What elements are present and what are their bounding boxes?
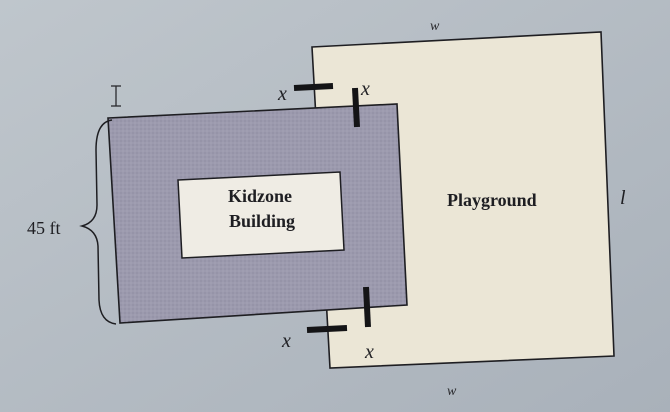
notch-bottom-left-x-label: x: [281, 330, 291, 352]
notch-bottom-right-x-label: x: [364, 341, 374, 363]
notch-bottom-vertical: [363, 286, 371, 328]
playground-width-bottom-label: w: [447, 384, 457, 399]
i-beam-icon: [111, 85, 121, 107]
notch-top-left-x-label: x: [277, 83, 287, 105]
playground-width-top-label: w: [430, 19, 440, 34]
building-label-line1: Kidzone: [228, 186, 292, 206]
height-dimension-label: 45 ft: [27, 218, 61, 238]
notch-bottom-horizontal: [306, 325, 348, 333]
notch-top-right-x-label: x: [360, 78, 370, 100]
inner-label-box: [177, 171, 345, 259]
notch-top-vertical: [352, 87, 360, 128]
playground-label: Playground: [447, 190, 537, 210]
building-label-line2: Building: [229, 211, 295, 231]
height-brace: [79, 119, 117, 325]
notch-top-horizontal: [293, 83, 334, 91]
playground-length-label: l: [620, 187, 626, 209]
